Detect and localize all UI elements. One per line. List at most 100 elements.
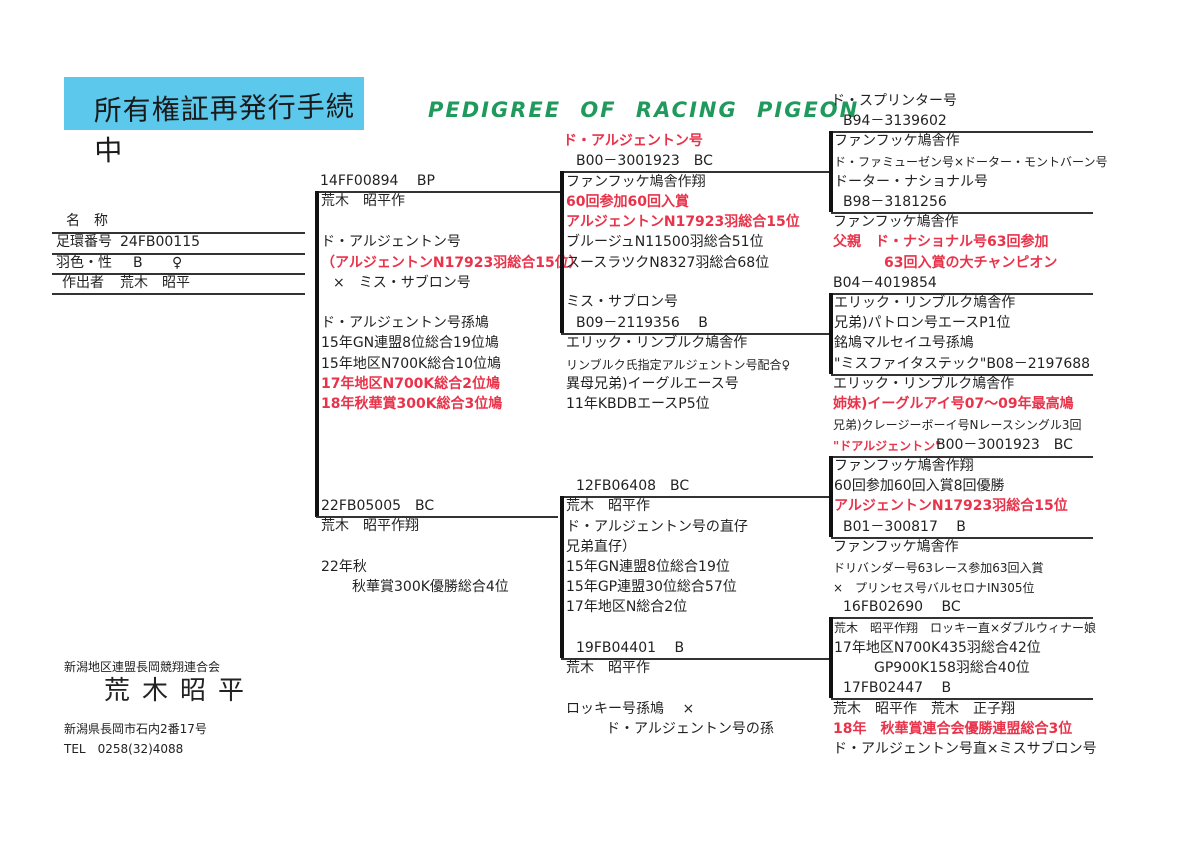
- bracket: [560, 496, 564, 658]
- sd-name: ミス・サブロン号: [566, 294, 678, 310]
- dam-line: 秋華賞300K優勝総合4位: [352, 579, 509, 595]
- sire-line: ド・アルジェントン号: [321, 234, 461, 250]
- name-label: 名 称: [66, 213, 108, 229]
- g3-line: ド・アルジェントン号直×ミスサブロン号: [833, 741, 1097, 757]
- g3-line: 63回入賞の大チャンピオン: [884, 255, 1058, 271]
- club-name: 新潟地区連盟長岡競翔連合会: [64, 660, 221, 674]
- sire-ring: 14FF00894 BP: [320, 173, 435, 189]
- page-title: PEDIGREE OF RACING PIGEON: [428, 98, 860, 122]
- ss-line: ブルージュN11500羽総合51位: [566, 234, 764, 250]
- g3-line: B00－3001923 BC: [936, 437, 1073, 453]
- g3-line: ファンフッケ鳩舎作: [834, 133, 960, 149]
- g3-line: アルジェントンN17923羽総合15位: [834, 498, 1068, 514]
- g3-line: 兄弟)パトロン号エースP1位: [834, 315, 1011, 331]
- color-sex-label: 羽色・性: [56, 255, 112, 271]
- g3-line: エリック・リンブルク鳩舎作: [834, 295, 1016, 311]
- sire-line: ド・アルジェントン号孫鳩: [321, 315, 489, 331]
- g3-line: ファンフッケ鳩舎作: [833, 539, 959, 555]
- g3-line: ド・スプリンター号: [831, 93, 957, 109]
- sire-line: 15年GN連盟8位総合19位鳩: [321, 335, 499, 351]
- divider: [831, 456, 1093, 458]
- bracket: [829, 293, 833, 374]
- sire-line: 17年地区N700K総合2位鳩: [321, 376, 501, 392]
- sd-line: 11年KBDBエースP5位: [566, 396, 710, 412]
- note-text: 所有権証再発行手続中: [93, 89, 355, 168]
- ss-line: ファンフッケ鳩舎作翔: [566, 174, 706, 190]
- g3-line: 兄弟)クレージーボーイ号Nレースシングル3回: [833, 418, 1082, 432]
- sire-line: × ミス・サブロン号: [333, 275, 471, 291]
- ss-line: アルジェントンN17923羽総合15位: [566, 214, 800, 230]
- ds-line: 荒木 昭平作: [566, 498, 650, 514]
- divider: [831, 293, 1093, 295]
- divider: [831, 537, 1093, 539]
- g3-line: B01－300817 B: [843, 519, 966, 535]
- dd-line: ロッキー号孫鳩 ×: [566, 701, 695, 717]
- g3-line: 姉妹)イーグルアイ号07～09年最高鳩: [833, 396, 1074, 412]
- sd-line: エリック・リンブルク鳩舎作: [566, 335, 748, 351]
- sire-line: 荒木 昭平作: [321, 193, 405, 209]
- divider: [561, 658, 830, 660]
- owner-tel: TEL 0258(32)4088: [64, 742, 184, 756]
- sire-line: 18年秋華賞300K総合3位鳩: [321, 396, 503, 412]
- g3-line: 銘鳩マルセイユ号孫鳩: [834, 335, 974, 351]
- ds-line: 15年GP連盟30位総合57位: [566, 579, 737, 595]
- divider: [831, 212, 1093, 214]
- g3-line: "ドアルジェントン": [833, 439, 942, 453]
- bracket: [315, 191, 319, 517]
- divider: [561, 333, 830, 335]
- g3-line: ファンフッケ鳩舎作翔: [834, 458, 974, 474]
- dd-line: 荒木 昭平作: [566, 660, 650, 676]
- dd-ring: 19FB04401 B: [576, 640, 685, 656]
- sticky-note: 所有権証再発行手続中: [64, 77, 364, 167]
- divider: [831, 374, 1093, 376]
- owner-address: 新潟県長岡市石内2番17号: [64, 722, 207, 736]
- ds-line: 兄弟直仔）: [566, 539, 636, 555]
- sex-value: ♀: [172, 255, 183, 271]
- g3-line: 60回参加60回入賞8回優勝: [834, 478, 1005, 494]
- ring-label: 足環番号: [56, 234, 112, 250]
- g3-line: 荒木 昭平作翔 ロッキー直×ダブルウィナー娘: [834, 621, 1097, 635]
- g3-line: ファンフッケ鳩舎作: [833, 214, 959, 230]
- g3-line: ド・ファミューゼン号×ドーター・モントバーン号: [834, 155, 1108, 169]
- g3-line: ドリバンダー号63レース参加63回入賞: [833, 561, 1044, 575]
- bracket: [560, 171, 564, 333]
- owner-name: 荒木昭平: [104, 676, 257, 706]
- breeder-value: 荒木 昭平: [120, 275, 190, 291]
- sd-line: リンブルク氏指定アルジェントン号配合♀: [566, 358, 791, 372]
- ds-line: ド・アルジェントン号の直仔: [566, 519, 748, 535]
- divider: [52, 273, 305, 275]
- dam-line: 荒木 昭平作翔: [321, 518, 419, 534]
- sire-line: 15年地区N700K総合10位鳩: [321, 356, 502, 372]
- g3-line: B04－4019854: [833, 275, 937, 291]
- dd-line: ド・アルジェントン号の孫: [606, 721, 774, 737]
- g3-line: 父親 ド・ナショナル号63回参加: [833, 234, 1049, 250]
- sd-ring: B09－2119356 B: [576, 315, 708, 331]
- breeder-label: 作出者: [62, 275, 104, 291]
- divider: [52, 293, 305, 295]
- divider: [561, 496, 830, 498]
- g3-line: 17FB02447 B: [843, 680, 952, 696]
- bracket: [829, 617, 833, 698]
- bracket: [829, 456, 833, 537]
- divider: [52, 253, 305, 255]
- g3-line: B98－3181256: [843, 194, 947, 210]
- g3-line: 16FB02690 BC: [843, 599, 961, 615]
- g3-line: B94－3139602: [843, 113, 947, 129]
- divider: [316, 191, 560, 193]
- g3-line: 18年 秋華賞連合会優勝連盟総合3位: [833, 721, 1073, 737]
- g3-line: ドーター・ナショナル号: [834, 174, 988, 190]
- divider: [831, 131, 1093, 133]
- g3-line: 17年地区N700K435羽総合42位: [834, 640, 1041, 656]
- ds-ring: 12FB06408 BC: [576, 478, 690, 494]
- ss-line: 60回参加60回入賞: [566, 194, 689, 210]
- dam-ring: 22FB05005 BC: [321, 498, 435, 514]
- divider: [561, 171, 830, 173]
- dam-line: 22年秋: [321, 559, 367, 575]
- sire-line: （アルジェントンN17923羽総合15位）: [321, 255, 583, 271]
- ds-line: 15年GN連盟8位総合19位: [566, 559, 730, 575]
- g3-line: エリック・リンブルク鳩舎作: [833, 376, 1015, 392]
- divider: [831, 617, 1093, 619]
- g3-line: GP900K158羽総合40位: [874, 660, 1030, 676]
- ring-number: 24FB00115: [120, 234, 201, 250]
